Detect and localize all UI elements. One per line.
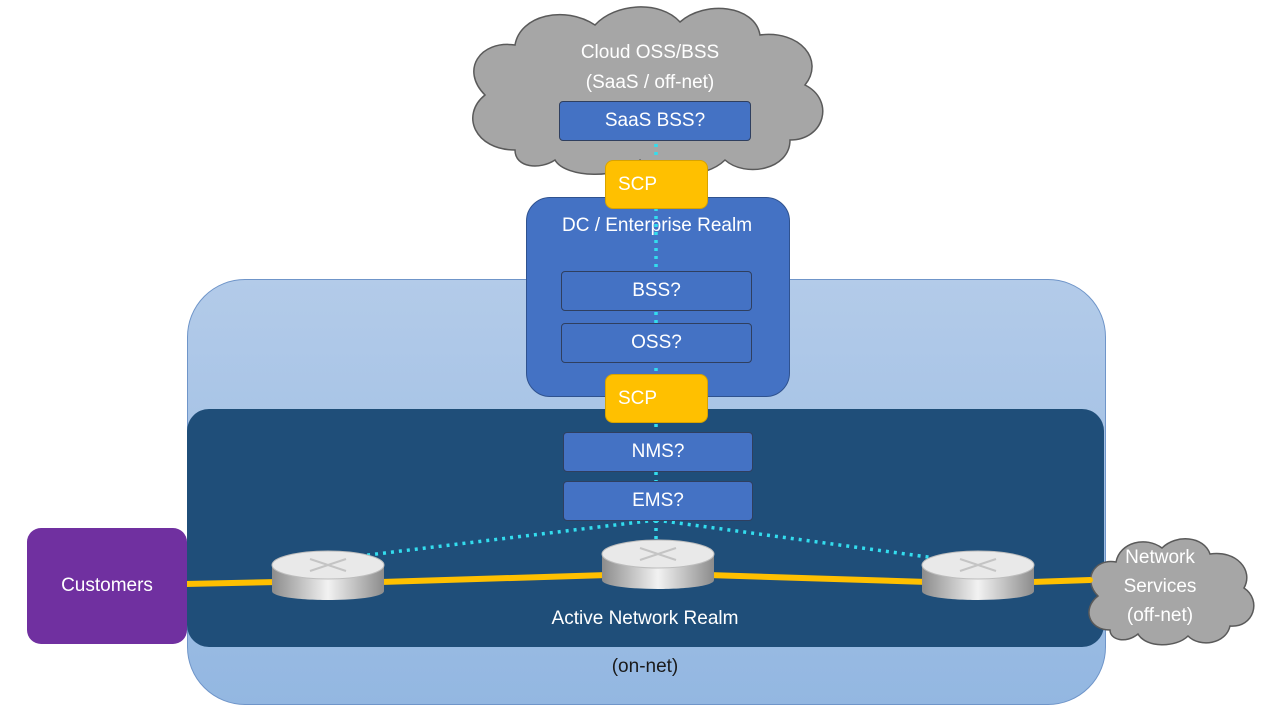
saas-bss-label: SaaS BSS? [604,110,706,131]
link-customers-router1 [182,579,281,587]
scp-bottom-box[interactable]: SCP [605,374,708,423]
scp-top-label: SCP [618,173,658,195]
router-icon[interactable] [268,545,388,611]
dc-realm-title: DC / Enterprise Realm [561,215,753,236]
ems-label: EMS? [632,490,684,511]
link-router1-router2 [377,572,611,585]
customers-label: Customers [61,575,153,596]
customers-box[interactable]: Customers [27,528,187,644]
network-services-line3: (off-net) [1126,605,1194,626]
network-services-cloud-icon [1088,538,1255,646]
saas-bss-box[interactable]: SaaS BSS? [559,101,751,141]
network-services-line1: Network [1125,547,1195,568]
ems-box[interactable]: EMS? [563,481,753,521]
on-net-label: (on-net) [611,656,679,677]
router-icon[interactable] [598,534,718,600]
mgmt-ems-router3 [655,518,951,562]
scp-bottom-label: SCP [618,387,658,409]
bss-box[interactable]: BSS? [561,271,752,311]
network-services-line2: Services [1123,576,1197,597]
link-router3-services [1029,577,1093,585]
link-router2-router3 [705,572,931,585]
router-icon[interactable] [918,545,1038,611]
scp-top-box[interactable]: SCP [605,160,708,209]
mgmt-ems-router1 [359,518,657,558]
cloud-title: Cloud OSS/BSS [580,42,720,63]
oss-box[interactable]: OSS? [561,323,752,363]
bss-label: BSS? [632,280,681,301]
active-network-realm-title: Active Network Realm [551,608,739,629]
nms-box[interactable]: NMS? [563,432,753,472]
cloud-subtitle: (SaaS / off-net) [585,72,715,93]
nms-label: NMS? [631,441,685,462]
oss-label: OSS? [631,332,682,353]
